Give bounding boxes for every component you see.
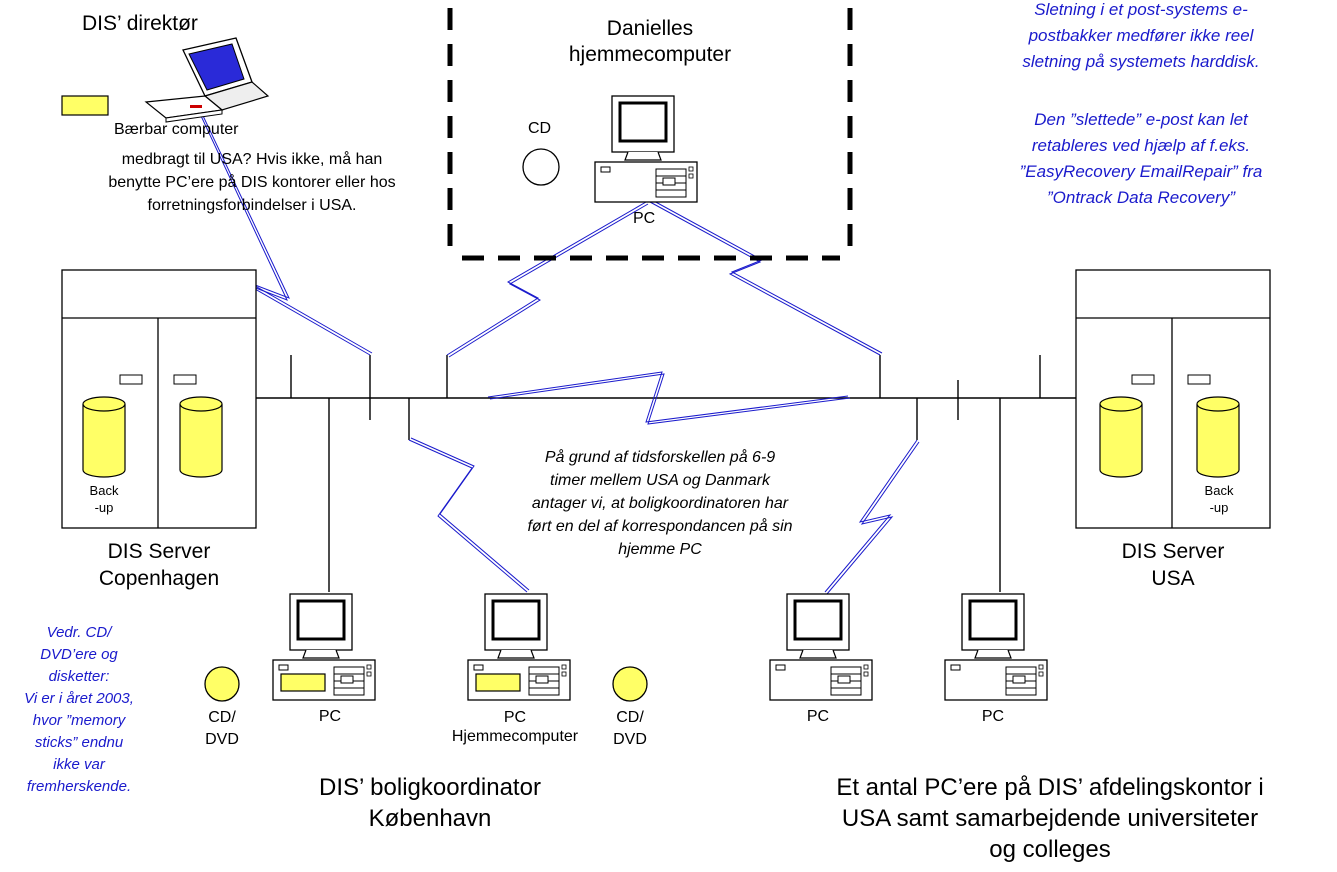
link-laptop-to-bus-b bbox=[196, 102, 373, 354]
director-title: DIS’ direktør bbox=[82, 12, 198, 35]
usa-pc-1-icon bbox=[768, 592, 874, 702]
cd-dvd-note: Vedr. CD/ DVD’ere og disketter: Vi er i … bbox=[24, 624, 134, 795]
link-bus-to-usa-pc bbox=[824, 439, 918, 593]
server-copenhagen bbox=[61, 269, 257, 529]
cph-home-pc-label: PC Hjemmecomputer bbox=[451, 709, 579, 745]
server-cph-label: DIS Server Copenhagen bbox=[98, 540, 220, 590]
link-bus-to-bus bbox=[487, 371, 849, 423]
link-bus-to-usa-pc-b bbox=[826, 441, 920, 595]
cd-dvd-icon bbox=[204, 666, 240, 702]
wireless-links bbox=[194, 102, 920, 595]
link-danielle-to-bus-left bbox=[446, 201, 647, 356]
usa-pc-1-label: PC bbox=[806, 708, 830, 725]
cph-pc-label: PC bbox=[318, 708, 342, 725]
link-danielle-to-bus-right bbox=[649, 201, 881, 356]
usa-group-label: Et antal PC’ere på DIS’ afdelingskontor … bbox=[836, 774, 1264, 863]
link-danielle-to-bus-left-b bbox=[448, 203, 649, 358]
cph-home-pc-icon bbox=[466, 592, 572, 702]
link-bus-to-bus-b bbox=[489, 373, 851, 425]
cph-pc-icon bbox=[271, 592, 377, 702]
danielle-home-box bbox=[447, 8, 853, 261]
link-bus-to-home-pc-b bbox=[410, 437, 530, 591]
danielle-pc-icon bbox=[593, 94, 699, 204]
server-usa bbox=[1075, 269, 1271, 529]
cd-dvd-icon bbox=[612, 666, 648, 702]
danielle-cd-label: CD bbox=[528, 120, 552, 137]
danielle-pc-label: PC bbox=[633, 210, 656, 227]
disk-icon bbox=[1196, 396, 1240, 478]
network-bus bbox=[256, 355, 1076, 592]
disk-icon bbox=[82, 396, 126, 478]
server-usa-label: DIS Server USA bbox=[1121, 540, 1225, 590]
link-danielle-to-bus-right-b bbox=[651, 199, 883, 354]
backup-label-usa: Back -up bbox=[1204, 483, 1234, 515]
danielle-title: Danielles hjemmecomputer bbox=[568, 17, 732, 66]
usa-pc-2-label: PC bbox=[981, 708, 1005, 725]
time-difference-note: På grund af tidsforskellen på 6-9 timer … bbox=[527, 449, 793, 558]
deletion-note: Sletning i et post-systems e- postbakker… bbox=[1019, 0, 1263, 207]
backup-label-cph: Back -up bbox=[89, 483, 119, 515]
cd-icon bbox=[522, 148, 560, 186]
usa-pc-2-icon bbox=[943, 592, 1049, 702]
disk-icon bbox=[1099, 396, 1143, 478]
floppy-icon bbox=[61, 95, 109, 116]
director-note: medbragt til USA? Hvis ikke, må han beny… bbox=[108, 151, 396, 214]
cph-group-label: DIS’ boligkoordinator København bbox=[319, 774, 541, 832]
disk-icon bbox=[179, 396, 223, 478]
cd-dvd-label-2: CD/ DVD bbox=[613, 709, 647, 748]
laptop-label: Bærbar computer bbox=[114, 121, 239, 138]
cd-dvd-label-1: CD/ DVD bbox=[205, 709, 239, 748]
laptop-icon bbox=[144, 37, 270, 123]
